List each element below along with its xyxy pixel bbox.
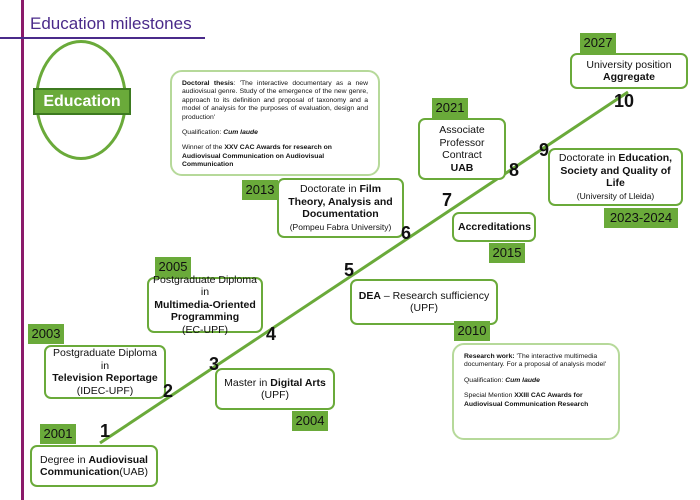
page-title: Education milestones <box>30 14 192 33</box>
step-number: 7 <box>442 190 453 210</box>
step-number: 2 <box>163 381 174 401</box>
year-label: 2015 <box>489 243 525 263</box>
milestone-box: DEA – Research sufficiency(UPF) <box>350 279 498 325</box>
year-label: 2013 <box>242 180 278 200</box>
milestone-box: Degree in Audiovisual Communication(UAB) <box>30 445 158 487</box>
step-number: 3 <box>209 354 220 374</box>
year-label: 2005 <box>155 257 191 277</box>
milestone-box: Doctorate in Film Theory, Analysis and D… <box>277 178 404 238</box>
milestone-box: Doctorate in Education, Society and Qual… <box>548 148 683 206</box>
year-label: 2010 <box>454 321 490 341</box>
step-number: 4 <box>266 324 277 344</box>
title-underline <box>0 37 205 39</box>
year-label: 2027 <box>580 33 616 53</box>
step-number: 9 <box>539 140 550 160</box>
milestone-box: Accreditations <box>452 212 536 242</box>
year-label: 2003 <box>28 324 64 344</box>
step-number: 8 <box>509 160 520 180</box>
year-label: 2021 <box>432 98 468 118</box>
frame-vertical-line <box>21 0 24 500</box>
milestone-box: Master in Digital Arts(UPF) <box>215 368 335 410</box>
research-work-note: Research work: 'The interactive multimed… <box>452 343 620 440</box>
step-number: 5 <box>344 260 355 280</box>
step-number: 6 <box>401 223 412 243</box>
doctoral-thesis-note: Doctoral thesis: 'The interactive docume… <box>170 70 380 176</box>
year-label: 2001 <box>40 424 76 444</box>
step-number: 10 <box>614 91 635 111</box>
milestone-box: Postgraduate Diploma in Multimedia-Orien… <box>147 274 263 336</box>
education-label: Education <box>33 88 131 115</box>
year-label: 2004 <box>292 411 328 431</box>
year-label: 2023-2024 <box>604 208 678 228</box>
milestone-box: Postgraduate Diploma in Television Repor… <box>44 345 166 399</box>
step-number: 1 <box>100 421 111 441</box>
